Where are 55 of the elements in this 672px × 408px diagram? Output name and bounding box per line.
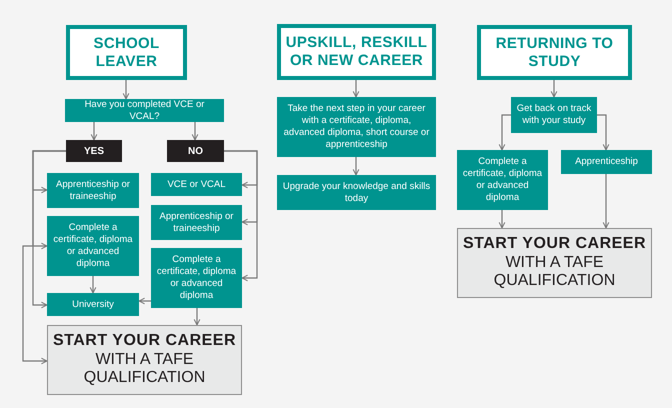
node-text: YES: [84, 146, 104, 156]
heading-text: START YOUR CAREER: [52, 332, 236, 351]
node-text: Complete a certificate, diploma or advanced diploma: [462, 156, 543, 204]
node-text: VCE or VCAL: [167, 178, 226, 190]
node-text: Complete a certificate, diploma or advanced diploma: [156, 254, 237, 302]
arrow: [498, 114, 511, 150]
heading-box: [477, 25, 632, 80]
answer-label-box: [167, 140, 224, 162]
process-box: [457, 150, 548, 210]
node-text: Complete a certificate, diploma or advanced diploma: [52, 222, 134, 270]
arrow: [550, 80, 558, 98]
node-text: Take the next step in your career with a certificate, diploma, advanced diploma, short course or apprenticeship: [282, 103, 430, 151]
process-box: [151, 205, 242, 240]
process-box: [511, 97, 597, 133]
heading-text: START YOUR CAREER: [462, 235, 646, 254]
node-text: SCHOOL LEAVER: [92, 34, 160, 70]
answer-label-box: [66, 140, 122, 162]
node-text: Apprenticeship or traineeship: [55, 178, 131, 202]
node-text: WITH A TAFE QUALIFICATION: [82, 350, 206, 388]
heading-box: [66, 25, 187, 80]
node-text: Apprenticeship or traineeship: [158, 210, 234, 234]
result-box: [47, 325, 242, 395]
arrow: [352, 80, 360, 98]
process-box: [47, 216, 139, 276]
process-box: [151, 248, 242, 308]
arrow: [602, 174, 610, 228]
arrow: [122, 80, 130, 100]
arrow: [192, 122, 198, 140]
node-text: NO: [188, 146, 203, 156]
process-box: [277, 175, 436, 210]
node-text: WITH A TAFE QUALIFICATION: [492, 254, 616, 291]
heading-box: [277, 24, 436, 80]
arrow: [498, 210, 506, 228]
arrow: [138, 298, 151, 304]
node-text: UPSKILL, RESKILL OR NEW CAREER: [284, 34, 428, 70]
node-text: Have you completed VCE or VCAL?: [84, 98, 206, 122]
process-box: [561, 150, 652, 174]
arrow: [90, 122, 98, 140]
node-text: Apprenticeship: [575, 156, 638, 168]
arrow: [352, 157, 360, 176]
node-text: RETURNING TO STUDY: [494, 34, 614, 70]
arrow: [224, 150, 258, 282]
process-box: [47, 293, 139, 316]
arrow: [22, 150, 66, 364]
process-box: [151, 173, 242, 196]
process-box: [47, 173, 139, 208]
arrow: [597, 114, 610, 150]
arrow: [90, 276, 96, 294]
arrow: [194, 308, 200, 326]
process-box: [277, 97, 436, 157]
node-text: Get back on track with your study: [516, 103, 592, 127]
node-text: Upgrade your knowledge and skills today: [282, 180, 431, 204]
node-text: University: [72, 298, 114, 310]
process-box: [65, 99, 224, 122]
result-box: [457, 228, 652, 298]
